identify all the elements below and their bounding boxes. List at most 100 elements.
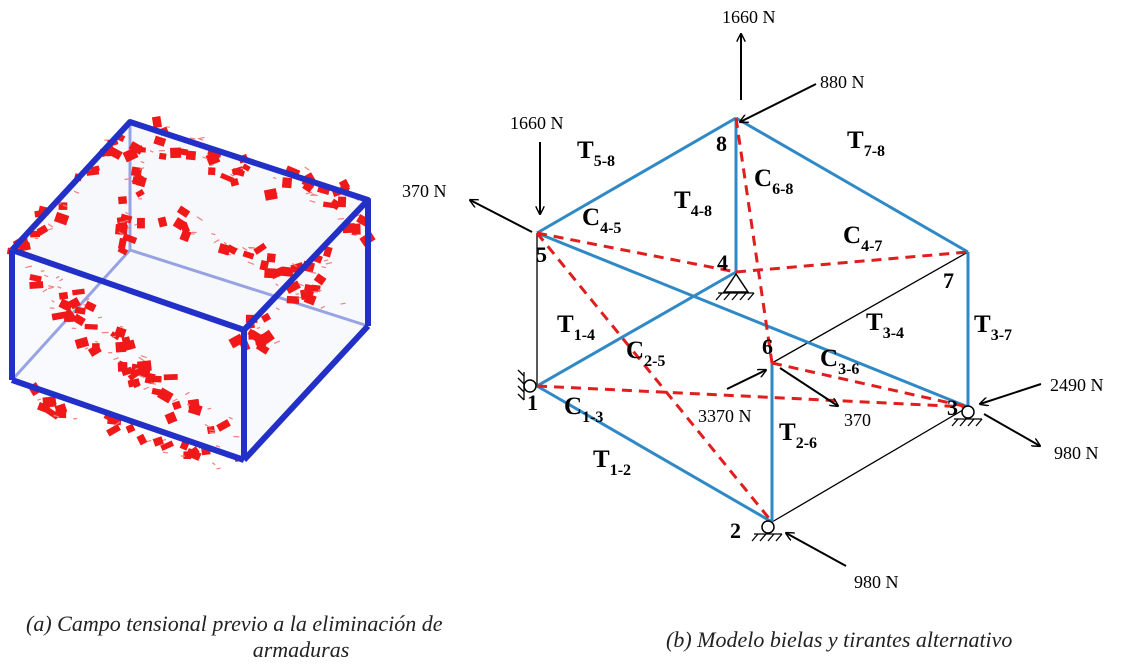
- stress-glyph: [122, 147, 139, 163]
- force-6-out-label: 370: [844, 410, 871, 430]
- struts: [535, 117, 969, 523]
- stress-glyph: [40, 270, 45, 272]
- stress-glyph: [223, 241, 227, 245]
- stress-glyph: [25, 265, 33, 269]
- stress-glyph: [130, 145, 142, 151]
- node-1-label: 1: [527, 390, 538, 415]
- stress-glyph: [44, 274, 49, 278]
- stress-glyph: [172, 217, 186, 231]
- stress-glyph: [179, 229, 192, 243]
- stress-glyph: [72, 313, 86, 327]
- tie-1-2: [536, 384, 773, 524]
- strut-3-6: [771, 361, 969, 409]
- stress-glyph: [55, 409, 67, 419]
- stress-glyph: [29, 281, 44, 289]
- member-label-c68: C6-8: [754, 165, 793, 198]
- stress-glyph: [117, 362, 128, 372]
- member-label-t34: T3-4: [866, 309, 904, 342]
- stress-glyph: [86, 298, 90, 301]
- stress-glyph: [226, 244, 238, 255]
- stress-glyph: [256, 326, 261, 330]
- member-labels: T5-8 T7-8 T4-8 C6-8 C4-5 C4-7 T1-4 C2-5 …: [557, 127, 1012, 479]
- stress-glyph: [134, 367, 139, 371]
- stress-glyph: [170, 147, 182, 159]
- force-3-in-label: 2490 N: [1050, 375, 1104, 395]
- stress-glyph: [211, 462, 216, 466]
- force-labels: 1660 N 880 N 1660 N 370 N 2490 N 980 N 3…: [402, 7, 1104, 592]
- stress-glyph: [37, 398, 42, 401]
- stress-glyph: [58, 291, 69, 300]
- node-4-label: 4: [717, 250, 728, 275]
- node-7-label: 7: [943, 268, 954, 293]
- node-6-label: 6: [762, 334, 773, 359]
- stress-glyph: [138, 356, 145, 362]
- member-label-c45: C4-5: [582, 204, 621, 237]
- stress-glyph: [117, 237, 127, 250]
- stress-glyph: [84, 323, 98, 330]
- stress-glyph: [74, 336, 90, 350]
- stress-glyph: [196, 216, 203, 221]
- stress-glyph: [115, 341, 127, 353]
- stress-glyph: [185, 150, 197, 161]
- stress-glyph: [53, 414, 60, 418]
- stress-glyph: [58, 298, 74, 312]
- stress-glyph: [73, 417, 78, 420]
- force-8-diag-label: 880 N: [820, 72, 865, 92]
- stress-glyph: [124, 178, 131, 181]
- stress-glyph: [317, 289, 322, 292]
- strut-6-8: [734, 117, 774, 364]
- member-label-t78: T7-8: [847, 127, 885, 160]
- stress-glyph: [247, 261, 255, 265]
- member-label-c47: C4-7: [843, 222, 882, 255]
- stress-glyph: [140, 160, 145, 164]
- stress-glyph: [158, 150, 165, 152]
- stress-glyph: [228, 416, 233, 420]
- stress-glyph: [51, 299, 55, 303]
- stress-glyph: [97, 316, 102, 319]
- stress-glyph: [260, 329, 275, 344]
- stress-glyph: [144, 372, 156, 385]
- stress-glyph: [197, 136, 205, 140]
- stress-glyph: [57, 286, 62, 289]
- stress-glyph: [47, 223, 54, 228]
- stress-glyph: [185, 446, 200, 459]
- stress-glyph: [259, 259, 270, 271]
- ties: [536, 116, 970, 524]
- stress-glyph: [180, 455, 186, 457]
- stress-glyph: [209, 431, 215, 434]
- stress-glyph: [216, 467, 221, 470]
- stress-glyph: [202, 156, 208, 160]
- force-3-out-arrow: [983, 413, 1040, 446]
- caption-b: (b) Modelo bielas y tirantes alternativo: [666, 627, 1013, 652]
- member-label-t48: T4-8: [674, 187, 712, 220]
- support-node-2: [751, 520, 783, 542]
- stress-glyph: [29, 274, 42, 283]
- stress-glyph: [217, 243, 232, 256]
- stress-glyph: [253, 242, 267, 255]
- stress-glyph: [323, 246, 333, 258]
- stress-glyph: [210, 163, 214, 167]
- stress-glyph: [72, 288, 85, 296]
- stress-glyph: [156, 387, 174, 404]
- force-5-left-label: 370 N: [402, 181, 447, 201]
- stress-glyph: [114, 223, 128, 236]
- stress-glyph: [207, 407, 212, 410]
- tie-7-8: [735, 116, 969, 254]
- stress-glyph: [204, 423, 211, 428]
- tie-3-4-5: [536, 231, 969, 409]
- stress-glyph: [199, 138, 204, 141]
- member-label-t14: T1-4: [557, 311, 595, 344]
- stress-glyph: [340, 302, 346, 305]
- stress-glyph: [48, 227, 53, 231]
- force-arrows: [470, 34, 1042, 567]
- force-3-in-arrow: [980, 383, 1042, 404]
- force-8-up-label: 1660 N: [722, 7, 776, 27]
- stress-glyph: [59, 278, 64, 282]
- stress-glyph: [292, 262, 298, 268]
- stress-glyph: [36, 224, 49, 236]
- stress-glyph: [163, 374, 178, 381]
- stress-glyph: [42, 288, 48, 293]
- stress-glyph: [119, 325, 124, 328]
- stress-glyph: [108, 352, 113, 354]
- stress-glyph: [166, 126, 171, 128]
